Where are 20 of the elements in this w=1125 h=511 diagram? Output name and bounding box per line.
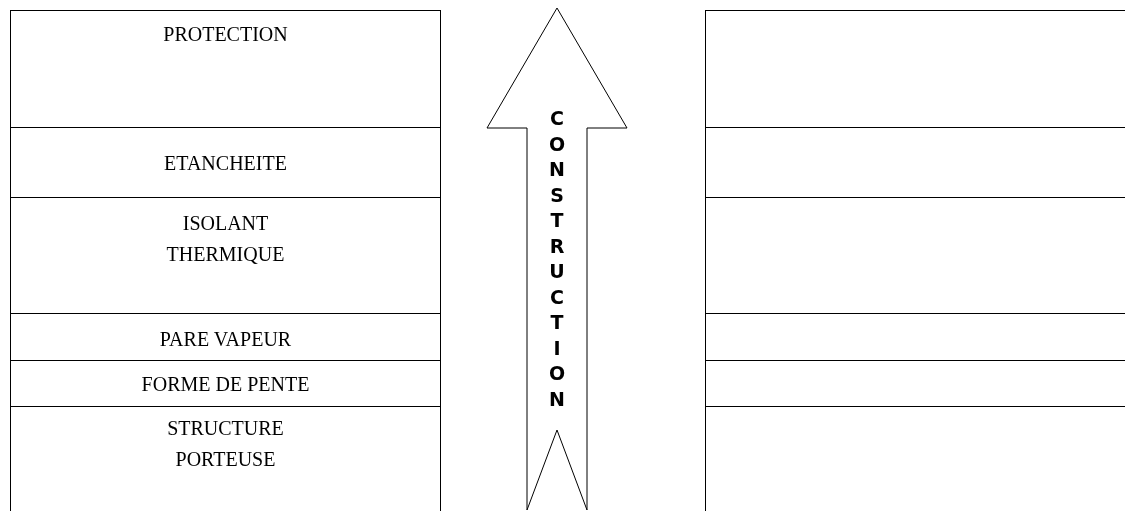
- empty-layer-box: [705, 360, 1125, 406]
- layer-label: PROTECTION: [162, 22, 289, 47]
- layer-label: FORME DE PENTE: [140, 372, 311, 397]
- layer-box: [10, 360, 441, 406]
- empty-layer-box: [705, 10, 1125, 127]
- layer-box: [10, 197, 441, 313]
- empty-layer-box: [705, 197, 1125, 313]
- layer-box: [10, 10, 441, 127]
- empty-layer-box: [705, 406, 1125, 511]
- layer-box: [10, 127, 441, 197]
- empty-layer-box: [705, 127, 1125, 197]
- layer-label: ISOLANT THERMIQUE: [165, 211, 286, 267]
- layer-label: PARE VAPEUR: [158, 327, 293, 352]
- block-arrow: [486, 6, 628, 511]
- empty-layer-box: [705, 313, 1125, 360]
- layer-label: ETANCHEITE: [163, 151, 288, 176]
- vertical-label: CONSTRUCTION: [547, 106, 567, 412]
- layer-label: STRUCTURE PORTEUSE: [166, 416, 285, 472]
- layer-box: [10, 313, 441, 360]
- layer-box: [10, 406, 441, 511]
